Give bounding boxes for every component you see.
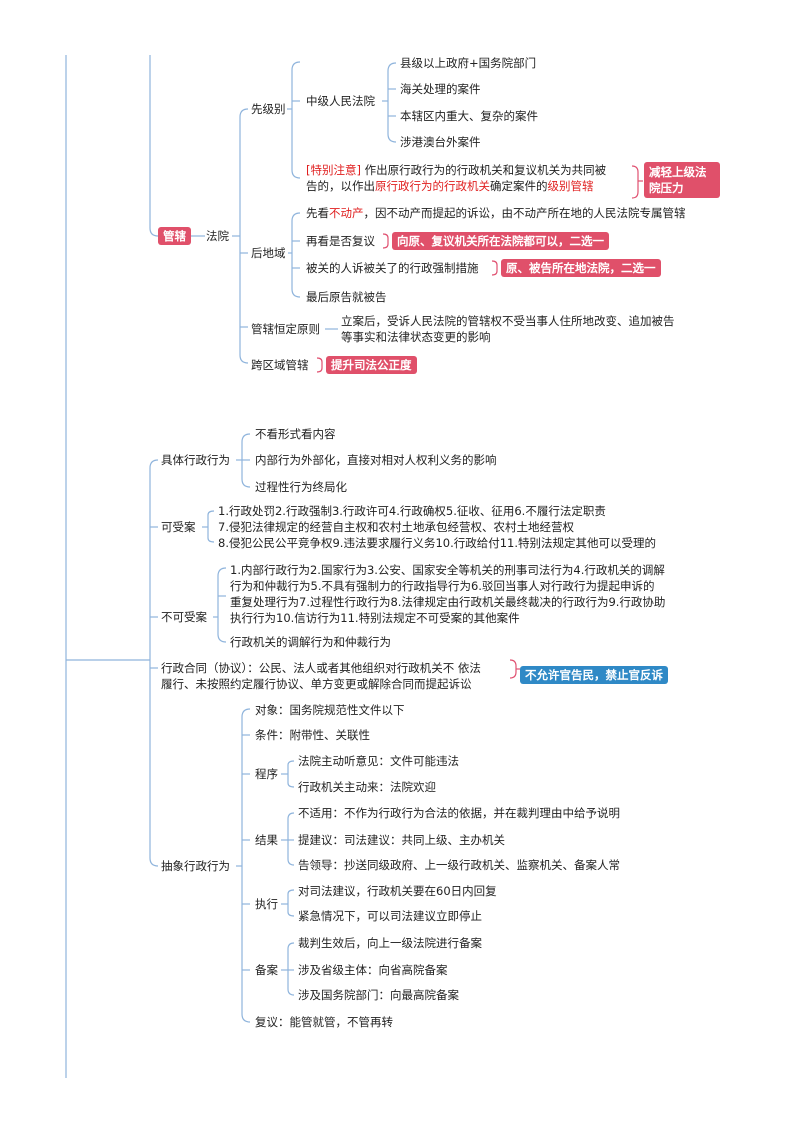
- note-highlight: 级别管辖: [547, 179, 594, 193]
- execution-node: 执行: [255, 897, 278, 911]
- unacceptable-item-2: 行政机关的调解行为和仲裁行为: [230, 635, 391, 649]
- acceptable-node: 可受案: [161, 520, 196, 534]
- specific-act-item: 内部行为外部化，直接对相对人权利义务的影响: [255, 453, 497, 467]
- abstract-review: 复议：能管就管，不管再转: [255, 1015, 393, 1029]
- specific-act-item: 不看形式看内容: [255, 427, 336, 441]
- level-node: 先级别: [251, 102, 286, 116]
- region-item-3-tag: 原、被告所在地法院，二选一: [501, 259, 661, 277]
- region-text: 先看: [306, 206, 329, 220]
- unacceptable-line: 重复处理行为7.过程性行政行为8.法律规定由行政机关最终裁决的行政行为9.行政协…: [230, 595, 666, 609]
- level-note-line2: 告的，以作出原行政行为的行政机关确定案件的级别管辖: [306, 178, 594, 194]
- result-item: 不适用：不作为行政行为合法的依据，并在裁判理由中给予说明: [298, 806, 620, 820]
- note-text: 确定案件的: [490, 179, 548, 193]
- level-case-item: 海关处理的案件: [400, 82, 481, 96]
- acceptable-line: 8.侵犯公民公平竞争权9.违法要求履行义务10.行政给付11.特别法规定其他可以…: [218, 536, 657, 550]
- unacceptable-line: 1.内部行政行为2.国家行为3.公安、国家安全等机关的刑事司法行为4.行政机关的…: [230, 563, 665, 577]
- level-case-item: 本辖区内重大、复杂的案件: [400, 109, 538, 123]
- region-node: 后地域: [251, 246, 286, 260]
- abstract-act-node: 抽象行政行为: [161, 859, 230, 873]
- procedure-item: 法院主动听意见：文件可能违法: [298, 754, 459, 768]
- special-note-label: [特别注意]: [306, 163, 361, 177]
- filing-item: 涉及省级主体：向省高院备案: [298, 963, 448, 977]
- perpetual-node: 管辖恒定原则: [251, 322, 320, 336]
- abstract-object: 对象：国务院规范性文件以下: [255, 703, 405, 717]
- cross-region-tag: 提升司法公正度: [326, 356, 417, 374]
- unacceptable-line: 行为和仲裁行为5.不具有强制力的行政指导行为6.驳回当事人对行政行为提起申诉的: [230, 579, 655, 593]
- note-text: 作出原行政行为的行政机关和复议机关为共同被: [364, 163, 607, 177]
- court-node: 法院: [206, 229, 229, 243]
- execution-item: 对司法建议，行政机关要在60日内回复: [298, 884, 497, 898]
- abstract-condition: 条件：附带性、关联性: [255, 728, 370, 742]
- intermediate-court-node: 中级人民法院: [306, 94, 375, 108]
- note-text: 告的，以作出: [306, 179, 375, 193]
- specific-act-node: 具体行政行为: [161, 453, 230, 467]
- acceptable-line: 7.侵犯法律规定的经营自主权和农村土地承包经营权、农村土地经营权: [218, 520, 574, 534]
- region-item-2-tag: 向原、复议机关所在法院都可以，二选一: [392, 232, 609, 250]
- result-node: 结果: [255, 833, 278, 847]
- result-item: 告领导：抄送同级政府、上一级行政机关、监察机关、备案人常: [298, 858, 620, 872]
- region-item-4: 最后原告就被告: [306, 290, 387, 304]
- perpetual-text-line1: 立案后，受诉人民法院的管辖权不受当事人住所地改变、追加被告: [341, 314, 675, 328]
- specific-act-item: 过程性行为终局化: [255, 480, 347, 494]
- filing-item: 涉及国务院部门：向最高院备案: [298, 988, 459, 1002]
- execution-item: 紧急情况下，可以司法建议立即停止: [298, 909, 482, 923]
- region-item-3: 被关的人诉被关了的行政强制措施: [306, 261, 479, 275]
- contract-tag: 不允许官告民，禁止官反诉: [520, 666, 668, 684]
- level-note-line1: [特别注意] 作出原行政行为的行政机关和复议机关为共同被: [306, 162, 606, 178]
- contract-line1: 行政合同（协议）：公民、法人或者其他组织对行政机关不 依法: [161, 661, 481, 675]
- procedure-item: 行政机关主动来：法院欢迎: [298, 780, 436, 794]
- contract-line2: 履行、未按照约定履行协议、单方变更或解除合同而提起诉讼: [161, 677, 472, 691]
- filing-item: 裁判生效后，向上一级法院进行备案: [298, 936, 482, 950]
- region-highlight: 不动产: [329, 206, 364, 220]
- region-item-2: 再看是否复议: [306, 234, 375, 248]
- level-note-badge: 减轻上级法院压力: [644, 162, 720, 198]
- perpetual-text-line2: 等事实和法律状态变更的影响: [341, 330, 491, 344]
- note-highlight: 原行政行为的行政机关: [375, 179, 490, 193]
- level-case-item: 涉港澳台外案件: [400, 135, 481, 149]
- region-text: ，因不动产而提起的诉讼，由不动产所在地的人民法院专属管辖: [363, 206, 686, 220]
- unacceptable-node: 不可受案: [161, 610, 207, 624]
- acceptable-line: 1.行政处罚2.行政强制3.行政许可4.行政确权5.征收、征用6.不履行法定职责: [218, 504, 606, 518]
- cross-region-node: 跨区域管辖: [251, 358, 309, 372]
- procedure-node: 程序: [255, 767, 278, 781]
- result-item: 提建议：司法建议：共同上级、主办机关: [298, 833, 505, 847]
- region-item-1: 先看不动产，因不动产而提起的诉讼，由不动产所在地的人民法院专属管辖: [306, 205, 686, 221]
- jurisdiction-tag: 管辖: [158, 227, 191, 245]
- filing-node: 备案: [255, 963, 278, 977]
- level-case-item: 县级以上政府+国务院部门: [400, 56, 537, 70]
- unacceptable-line: 执行行为10.信访行为11.特别法规定不可受案的其他案件: [230, 611, 520, 625]
